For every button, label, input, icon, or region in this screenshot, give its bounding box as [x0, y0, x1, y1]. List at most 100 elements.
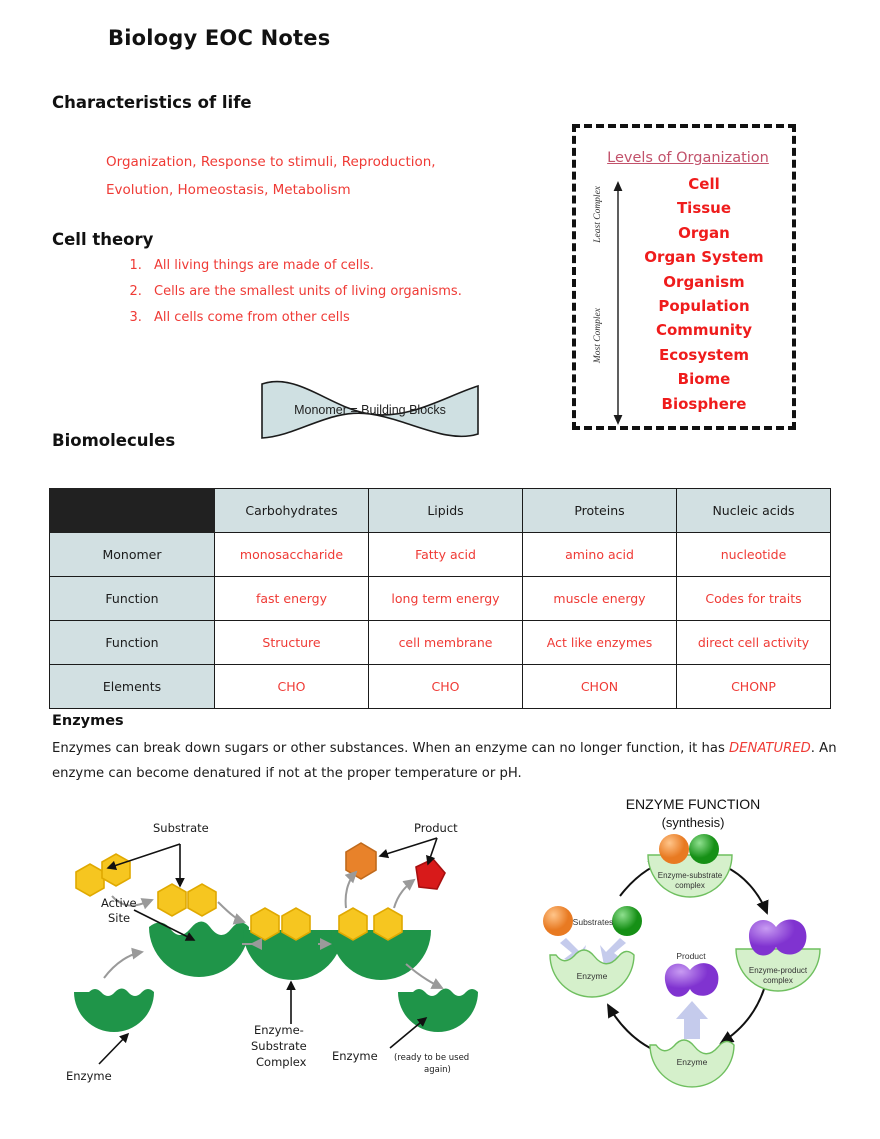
table-row: Monomer monosaccharide Fatty acid amino … — [49, 532, 831, 577]
characteristics-line-1: Organization, Response to stimuli, Repro… — [106, 154, 436, 170]
leader-line — [378, 837, 438, 859]
flow-arrow — [217, 901, 246, 925]
label-product: Product — [414, 821, 458, 835]
label-enzyme-product-line2: complex — [763, 976, 793, 985]
release-arrow-icon — [676, 1001, 708, 1039]
enzymes-paragraph-part2: . An enzyme can become denatured if not … — [52, 741, 837, 781]
level-item: Organ System — [644, 248, 764, 267]
row-header: Function — [49, 576, 215, 621]
enzyme-bowl — [549, 949, 635, 998]
level-item: Population — [658, 297, 750, 316]
table-cell: amino acid — [522, 532, 677, 577]
row-header: Monomer — [49, 532, 215, 577]
biomolecules-table: Carbohydrates Lipids Proteins Nucleic ac… — [49, 488, 831, 709]
flow-arrow — [111, 895, 154, 910]
table-row: Function fast energy long term energy mu… — [49, 576, 831, 621]
label-product: Product — [676, 951, 706, 961]
column-header-proteins: Proteins — [522, 488, 677, 533]
leader-line — [389, 1016, 428, 1049]
section-heading-enzymes: Enzymes — [52, 713, 124, 729]
levels-of-organization-list: Cell Tissue Organ Organ System Organism … — [614, 172, 794, 416]
cycle-arrow — [723, 865, 769, 915]
complexity-arrow-icon — [613, 181, 623, 425]
substrate-hexagon — [281, 907, 311, 941]
label-complex-line3: Complex — [256, 1055, 307, 1069]
substrate-orange-sphere — [543, 906, 573, 936]
table-cell: monosaccharide — [214, 532, 369, 577]
table-cell: cell membrane — [368, 620, 523, 665]
level-item: Community — [655, 321, 753, 340]
table-cell: CHO — [368, 664, 523, 709]
characteristics-line-2: Evolution, Homeostasis, Metabolism — [106, 182, 351, 198]
label-enzyme-reuse: Enzyme — [332, 1049, 378, 1063]
characteristics-of-life-text: Organization, Response to stimuli, Repro… — [106, 148, 506, 204]
enzyme-shape — [74, 988, 154, 1032]
flow-arrow — [393, 878, 416, 909]
section-heading-cell-theory: Cell theory — [52, 230, 154, 249]
row-header: Elements — [49, 664, 215, 709]
label-enzyme: Enzyme — [66, 1069, 112, 1083]
label-enzyme-product-line1: Enzyme-product — [749, 966, 808, 975]
section-heading-biomolecules: Biomolecules — [52, 431, 176, 450]
level-item: Organ — [678, 223, 730, 242]
list-item: All living things are made of cells. — [146, 258, 566, 273]
level-item: Biome — [677, 370, 731, 389]
label-reuse-note-line2: again) — [424, 1065, 451, 1075]
enzyme-bowl — [649, 1039, 735, 1088]
enzyme-action-diagram-svg: Substrate Product Active Site Enzyme Enz… — [66, 821, 478, 1083]
list-item: Cells are the smallest units of living o… — [146, 284, 566, 299]
substrate-hexagon — [101, 853, 131, 887]
product-orange-hexagon — [345, 842, 377, 880]
enzyme-bowl — [735, 948, 821, 992]
substrate-hexagon — [250, 907, 280, 941]
table-cell: long term energy — [368, 576, 523, 621]
product-red-pentagon — [415, 858, 446, 890]
section-heading-characteristics: Characteristics of life — [52, 93, 252, 112]
substrate-green-sphere — [612, 906, 642, 936]
substrate-orange-sphere — [659, 834, 689, 864]
label-substrate: Substrate — [153, 821, 209, 835]
levels-of-organization-title: Levels of Organization — [607, 150, 769, 166]
leader-line — [133, 909, 196, 941]
enzymes-paragraph: Enzymes can break down sugars or other s… — [52, 736, 842, 786]
leader-line — [106, 843, 181, 871]
least-complex-label: Least Complex — [593, 186, 603, 243]
table-cell: Codes for traits — [676, 576, 831, 621]
table-cell: CHON — [522, 664, 677, 709]
diagram-title-line2: (synthesis) — [662, 815, 725, 830]
enzyme-shape — [243, 930, 343, 980]
table-body: Monomer monosaccharide Fatty acid amino … — [49, 532, 831, 709]
level-item: Tissue — [676, 199, 732, 218]
label-enzyme-left: Enzyme — [577, 971, 608, 981]
flow-arrow — [344, 870, 358, 909]
page-title: Biology EOC Notes — [108, 26, 331, 50]
label-active-site-line1: Active — [101, 896, 137, 910]
flow-arrow — [405, 963, 444, 989]
table-cell: Fatty acid — [368, 532, 523, 577]
product-hexagon — [373, 907, 403, 941]
substrate-hexagon — [75, 863, 105, 897]
label-enzyme-substrate-line1: Enzyme-substrate — [658, 871, 723, 880]
enzyme-shape — [331, 930, 431, 980]
product-blob — [664, 963, 719, 997]
diagram-title-line1: ENZYME FUNCTION — [626, 796, 761, 812]
column-header-carbohydrates: Carbohydrates — [214, 488, 369, 533]
substrate-green-sphere — [689, 834, 719, 864]
enzyme-bowl — [647, 854, 733, 898]
enzyme-shape — [149, 921, 249, 977]
substrate-hexagon — [157, 883, 187, 917]
table-cell: direct cell activity — [676, 620, 831, 665]
table-cell: Act like enzymes — [522, 620, 677, 665]
table-cell: CHO — [214, 664, 369, 709]
leader-line — [98, 1032, 130, 1065]
table-cell: fast energy — [214, 576, 369, 621]
column-header-nucleic-acids: Nucleic acids — [676, 488, 831, 533]
label-enzyme-substrate-line2: complex — [675, 881, 705, 890]
table-cell: nucleotide — [676, 532, 831, 577]
enzyme-action-diagram: Substrate Product Active Site Enzyme Enz… — [46, 812, 516, 1092]
cell-theory-list: All living things are made of cells. Cel… — [146, 258, 566, 336]
most-complex-label: Most Complex — [593, 308, 603, 364]
table-row: Elements CHO CHO CHON CHONP — [49, 664, 831, 709]
level-item: Ecosystem — [658, 345, 750, 364]
level-item: Organism — [663, 272, 745, 291]
